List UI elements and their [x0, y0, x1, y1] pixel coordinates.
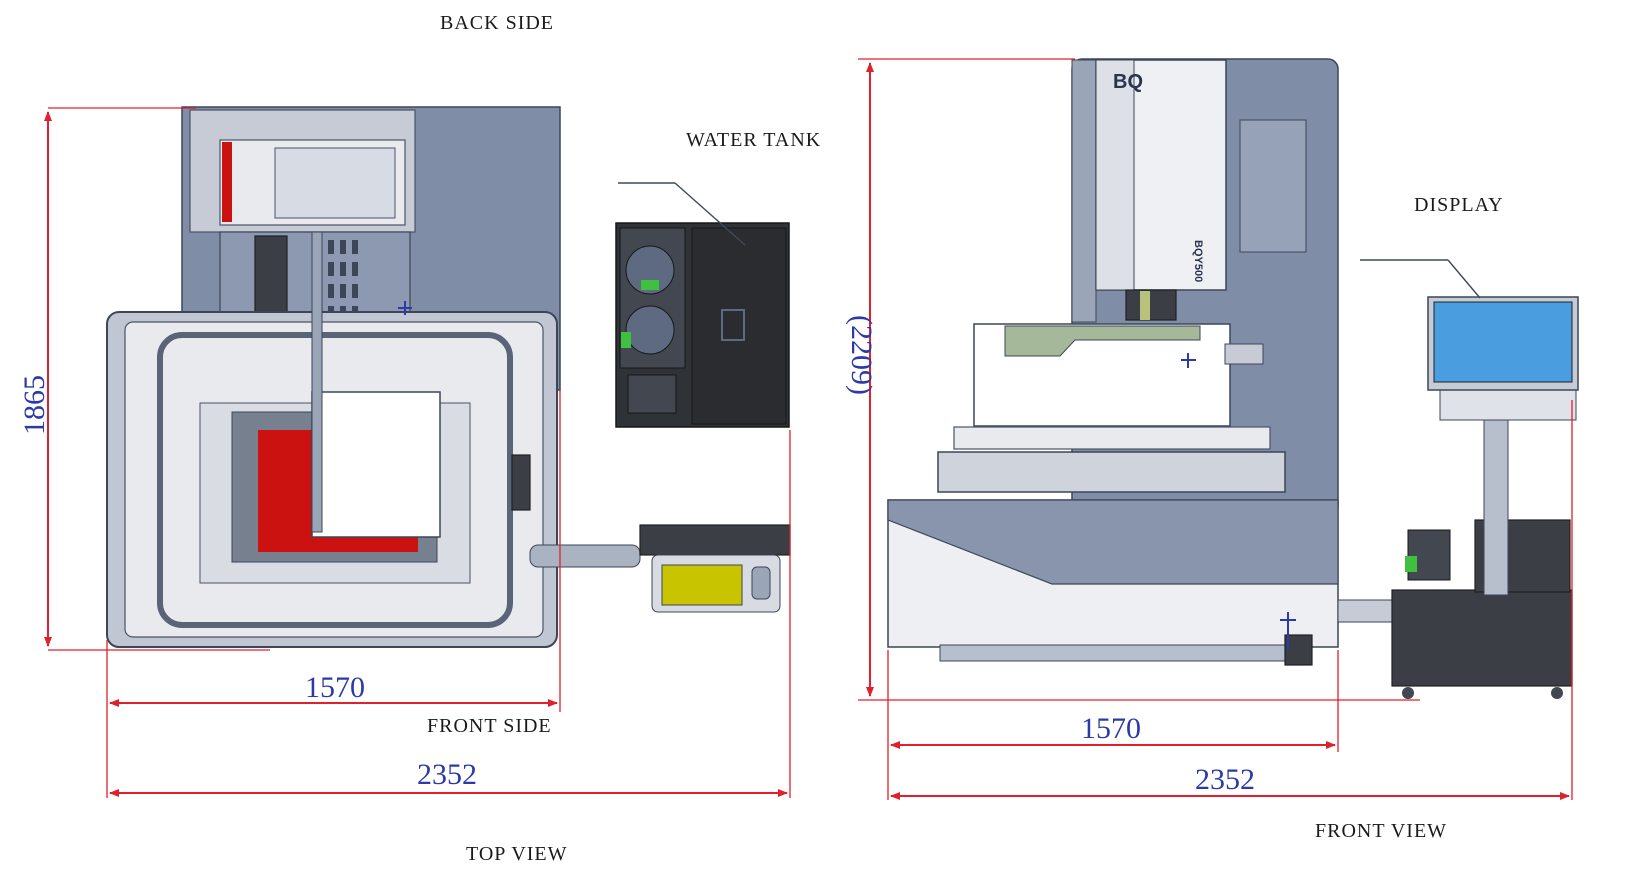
top-wire-arm [311, 231, 323, 533]
front-view-dimensions [858, 58, 1573, 800]
display-label: DISPLAY [1414, 194, 1504, 216]
front-base-foot-block [1284, 634, 1313, 666]
top-view-dimensions [44, 107, 791, 798]
front-head-connector [1125, 289, 1177, 321]
front-keyboard-tray [1439, 389, 1577, 421]
top-view-label: TOP VIEW [466, 843, 568, 865]
top-side-block [511, 454, 531, 511]
front-electrical-cabinet [1391, 589, 1573, 687]
top-depth-value: 1865 [18, 375, 51, 435]
display-leader [1360, 259, 1481, 299]
front-column-panel [1239, 119, 1307, 253]
top-pendant-screen [661, 564, 743, 606]
front-column-edge [1071, 59, 1097, 323]
front-pump-indicator [1405, 556, 1417, 572]
top-pendant-head [639, 524, 791, 556]
front-arm-bracket [1224, 343, 1264, 365]
front-total-width-value: 2352 [1195, 763, 1255, 796]
top-pendant-knob [751, 566, 771, 600]
front-arm-center-mark [1181, 353, 1196, 368]
front-caster-right [1551, 687, 1563, 699]
front-height-value: (2209) [845, 315, 878, 395]
brand-logo: BQ [1113, 71, 1143, 93]
water-tank-leader [618, 182, 746, 246]
front-upper-head-side [1095, 59, 1135, 291]
front-view-drawing: BQ BQY500 [887, 58, 1579, 699]
top-wire-head-plate [311, 391, 441, 538]
top-pendant-arm [529, 544, 641, 568]
front-base-center-mark [1280, 612, 1296, 650]
top-water-tank [615, 222, 790, 428]
front-head-connector-strip [1140, 291, 1150, 320]
model-label: BQY500 [1192, 240, 1204, 282]
front-caster-left [1402, 687, 1414, 699]
front-table-middle [937, 451, 1286, 493]
top-back-box [274, 147, 396, 219]
front-view-label: FRONT VIEW [1315, 820, 1447, 842]
water-tank-label: WATER TANK [686, 129, 821, 151]
front-pump-motor [1407, 529, 1451, 581]
front-display-pole [1483, 419, 1509, 596]
back-side-label: BACK SIDE [440, 12, 554, 34]
front-display-screen [1433, 301, 1573, 383]
front-side-label: FRONT SIDE [427, 715, 552, 737]
top-center-mark [398, 301, 412, 315]
top-base-rail [157, 332, 513, 628]
front-base-feet-rail [939, 644, 1291, 662]
top-back-red-strip [222, 142, 232, 222]
top-column-dark-block [254, 235, 288, 317]
top-view-drawing [106, 106, 791, 648]
front-machine-width-value: 1570 [1081, 712, 1141, 745]
front-table-top [953, 426, 1271, 450]
front-lower-arm-green [1004, 325, 1201, 357]
top-total-width-value: 2352 [417, 758, 477, 791]
front-link-arm [1337, 599, 1399, 623]
top-machine-width-value: 1570 [305, 671, 365, 704]
front-base-slope [887, 499, 1339, 585]
